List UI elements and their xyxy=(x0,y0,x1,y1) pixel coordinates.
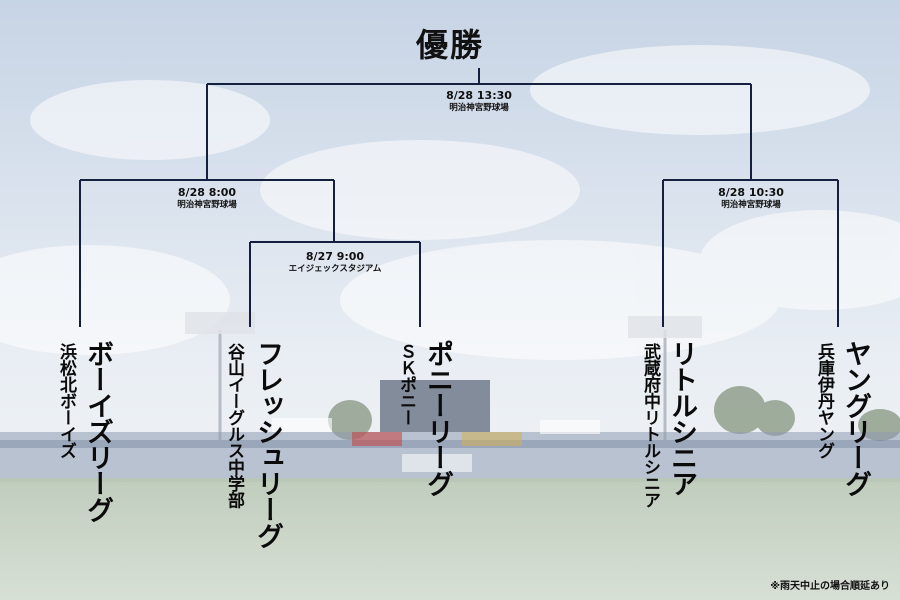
quarter-match-info: 8/27 9:00 エイジェックスタジアム xyxy=(245,250,425,275)
semi-right-datetime: 8/28 10:30 xyxy=(718,186,784,199)
semi-right-venue: 明治神宮野球場 xyxy=(721,200,781,210)
final-venue: 明治神宮野球場 xyxy=(449,103,509,113)
final-datetime: 8/28 13:30 xyxy=(446,89,512,102)
team1-league: ボーイズリーグ xyxy=(82,340,113,522)
team3-league: ポニーリーグ xyxy=(422,340,453,496)
team5-name: 兵庫伊丹ヤング xyxy=(814,343,834,459)
team1-name: 浜松北ボーイズ xyxy=(56,343,76,459)
team3-name: ＳＫポニー xyxy=(396,343,416,426)
final-match-info: 8/28 13:30 明治神宮野球場 xyxy=(389,89,569,114)
rain-note: ※雨天中止の場合順延あり xyxy=(770,581,890,592)
semi-left-match-info: 8/28 8:00 明治神宮野球場 xyxy=(117,186,297,211)
champion-title: 優勝 xyxy=(415,26,484,64)
team4-league: リトルシニア xyxy=(666,340,697,496)
semi-left-datetime: 8/28 8:00 xyxy=(177,186,237,199)
quarter-datetime: 8/27 9:00 xyxy=(305,250,365,263)
semi-left-venue: 明治神宮野球場 xyxy=(177,200,237,210)
team4-name: 武蔵府中リトルシニア xyxy=(640,343,660,508)
team2-league: フレッシュリーグ xyxy=(252,340,283,548)
quarter-venue: エイジェックスタジアム xyxy=(288,264,382,274)
semi-right-match-info: 8/28 10:30 明治神宮野球場 xyxy=(661,186,841,211)
team5-league: ヤングリーグ xyxy=(840,340,871,496)
team2-name: 谷山イーグルス中学部 xyxy=(224,343,244,508)
